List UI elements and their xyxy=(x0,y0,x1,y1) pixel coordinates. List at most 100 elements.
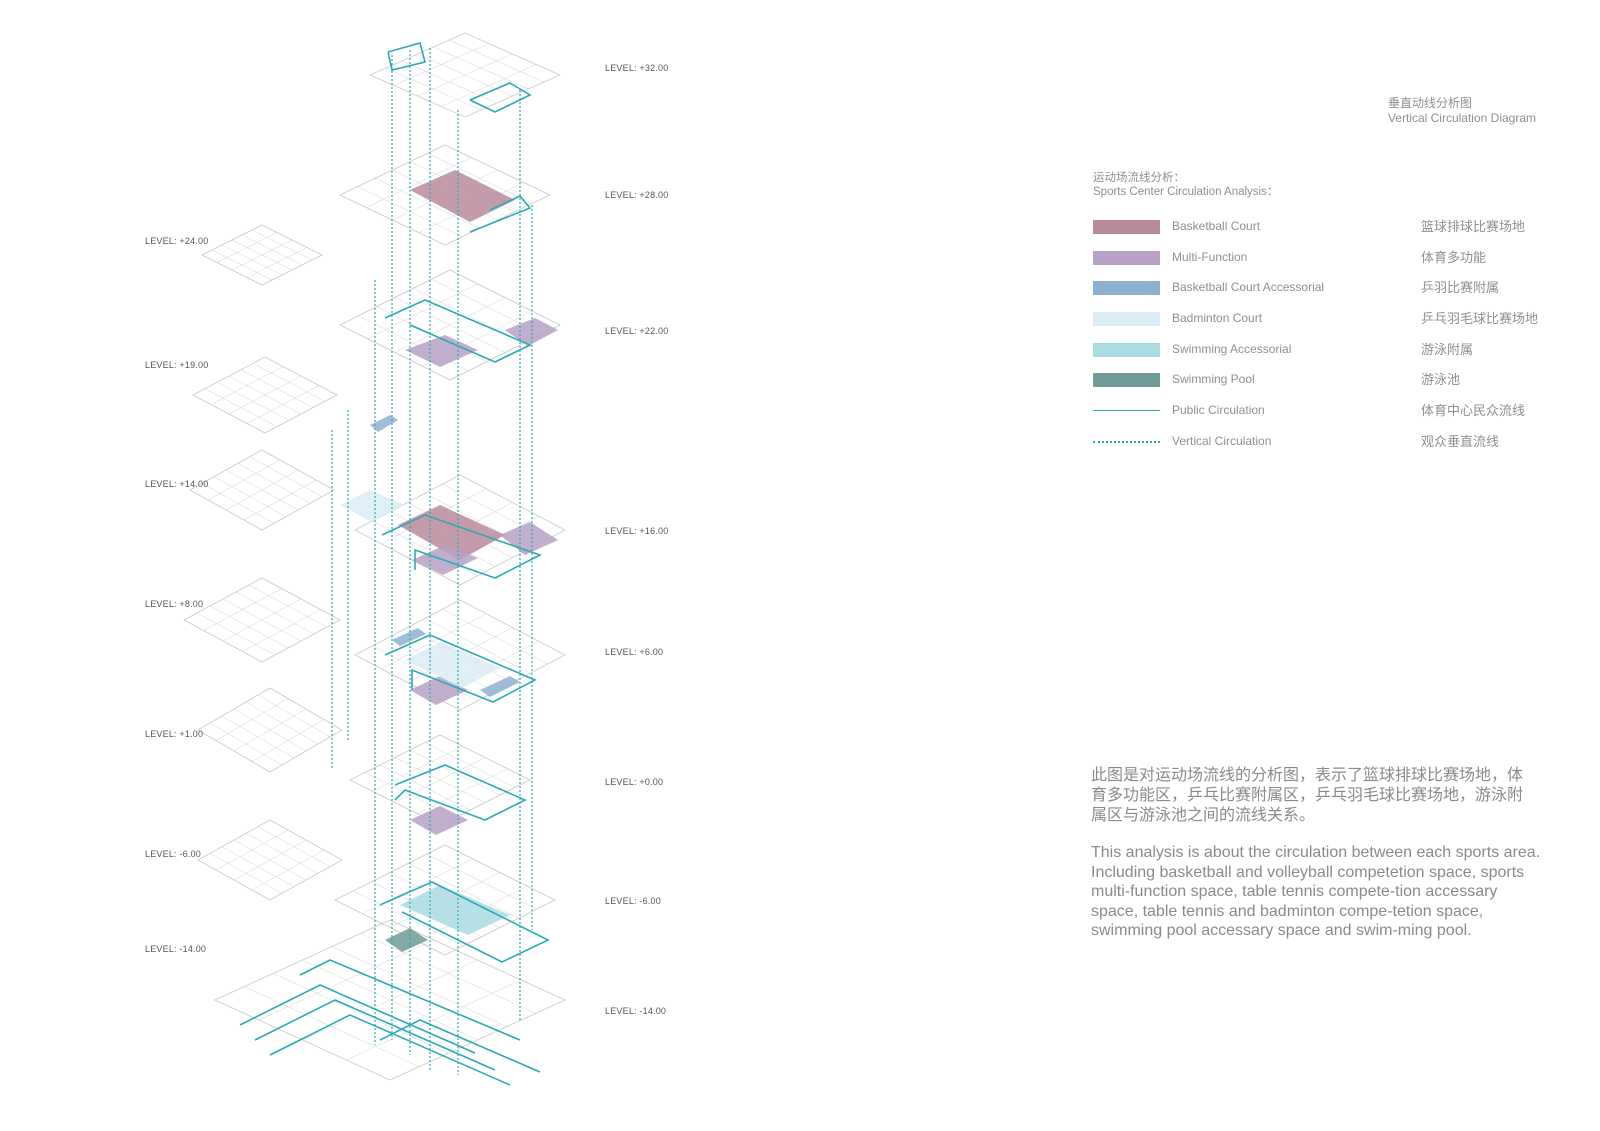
legend-label-zh: 游泳附属 xyxy=(1421,341,1474,357)
circulation-diagram xyxy=(183,32,566,1086)
swimming-accessorial-zone xyxy=(400,885,510,935)
public-route xyxy=(269,1014,511,1086)
legend: Basketball Court 篮球排球比赛场地 Multi-Function… xyxy=(1093,219,1563,465)
level-label-right: LEVEL: +22.00 xyxy=(605,326,669,336)
legend-label-en: Swimming Accessorial xyxy=(1172,341,1292,356)
public-route xyxy=(381,514,543,579)
level-label-left: LEVEL: -14.00 xyxy=(145,944,207,954)
legend-label-zh: 观众垂直流线 xyxy=(1421,433,1500,449)
legend-item: Swimming Accessorial 游泳附属 xyxy=(1093,342,1563,373)
plan-grid-line xyxy=(417,53,513,97)
plan-grid-line xyxy=(242,609,321,652)
basketball-court-zone xyxy=(410,170,515,222)
legend-label-en: Swimming Pool xyxy=(1172,372,1255,387)
level-label-right: LEVEL: -14.00 xyxy=(605,1006,667,1016)
plan-grid-line xyxy=(216,232,278,263)
plan-grid-line xyxy=(366,157,472,208)
plan-grid-line xyxy=(233,839,307,881)
legend-label-en: Vertical Circulation xyxy=(1172,433,1272,448)
legend-swatch xyxy=(1093,342,1160,357)
vertical-circulation-lines xyxy=(331,48,533,1075)
level-label-right: LEVEL: +0.00 xyxy=(605,777,664,787)
legend-heading-zh: 运动场流线分析： xyxy=(1093,172,1185,184)
plan-grid-line xyxy=(246,247,308,278)
public-route xyxy=(469,195,532,233)
swimming-pool-zone xyxy=(385,928,428,952)
public-route xyxy=(384,634,537,703)
multi-function-zone xyxy=(410,806,468,835)
plan-grid-line xyxy=(233,708,307,752)
legend-item: Public Circulation 体育中心民众流线 xyxy=(1093,403,1563,434)
public-route xyxy=(384,299,532,363)
legend-solid-line xyxy=(1093,410,1160,412)
legend-label-zh: 乒乓羽毛球比赛场地 xyxy=(1421,311,1539,327)
level-label-left: LEVEL: +14.00 xyxy=(145,479,209,489)
public-route xyxy=(387,42,426,71)
legend-swatch xyxy=(1093,281,1160,296)
legend-label-en: Basketball Court xyxy=(1172,219,1261,233)
public-route xyxy=(394,764,527,821)
public-route xyxy=(239,984,476,1054)
plan-grid-line xyxy=(215,829,289,871)
level-label-left: LEVEL: +8.00 xyxy=(145,599,204,609)
legend-label-en: Badminton Court xyxy=(1172,311,1263,326)
description-zh: 此图是对运动场流线的分析图，表示了篮球排球比赛场地，体育多功能区，乒乓比赛附属区… xyxy=(1091,767,1524,824)
level-label-right: LEVEL: +32.00 xyxy=(605,63,669,73)
accessorial-zone xyxy=(392,628,426,646)
program-zones xyxy=(340,170,558,952)
plan-grid-line xyxy=(394,297,506,353)
legend-label-en: Public Circulation xyxy=(1172,403,1265,418)
legend-label-zh: 乒羽比赛附属 xyxy=(1421,280,1500,296)
public-route xyxy=(299,959,521,1041)
legend-item: Vertical Circulation 观众垂直流线 xyxy=(1093,434,1563,465)
legend-label-en: Basketball Court Accessorial xyxy=(1172,280,1325,295)
title-en: Vertical Circulation Diagram xyxy=(1387,111,1536,125)
plan-grid-line xyxy=(243,479,317,521)
legend-item: Basketball Court 篮球排球比赛场地 xyxy=(1093,219,1563,250)
level-label-right: LEVEL: +16.00 xyxy=(605,526,669,536)
public-route xyxy=(469,82,532,113)
plan-grid-line xyxy=(222,598,302,642)
level-label-right: LEVEL: -6.00 xyxy=(605,896,661,906)
description-en: This analysis is about the circulation b… xyxy=(1091,844,1541,940)
level-label-right: LEVEL: +6.00 xyxy=(605,647,664,657)
level-label-left: LEVEL: +1.00 xyxy=(145,729,204,739)
legend-label-zh: 篮球排球比赛场地 xyxy=(1421,219,1526,234)
legend-swatch xyxy=(1093,220,1160,234)
multi-function-zone xyxy=(505,318,558,346)
legend-swatch xyxy=(1093,373,1160,388)
plan-grid-line xyxy=(210,366,284,405)
plan-grid-line xyxy=(207,459,281,501)
legend-item: Basketball Court Accessorial 乒羽比赛附属 xyxy=(1093,280,1563,311)
plan-grid-line xyxy=(225,469,299,511)
multi-function-zone xyxy=(500,522,558,555)
legend-heading: 运动场流线分析： Sports Center Circulation Analy… xyxy=(1093,171,1278,199)
plan-grid-line xyxy=(441,64,537,107)
level-label-left: LEVEL: +19.00 xyxy=(145,360,209,370)
legend-label-zh: 游泳池 xyxy=(1421,372,1461,388)
basketball-court-zone xyxy=(398,505,505,560)
plan-grid-line xyxy=(417,768,508,814)
legend-swatch xyxy=(1093,250,1160,265)
plan-grid-line xyxy=(215,698,289,741)
public-route xyxy=(379,881,550,963)
plan-grid-line xyxy=(251,849,325,891)
level-label-left: LEVEL: -6.00 xyxy=(145,849,201,859)
legend-heading-en: Sports Center Circulation Analysis： xyxy=(1093,186,1279,198)
legend-item: Swimming Pool 游泳池 xyxy=(1093,372,1563,403)
multi-function-zone xyxy=(405,335,478,367)
public-route xyxy=(379,1019,541,1073)
plan-grid-line xyxy=(367,283,478,339)
plan-grid-line xyxy=(228,375,302,415)
level-label-left: LEVEL: +24.00 xyxy=(145,236,209,246)
plan-grid-line xyxy=(302,959,478,1041)
plan-grid-line xyxy=(346,979,522,1061)
title-zh: 垂直动线分析图 xyxy=(1387,96,1472,110)
public-route xyxy=(254,999,496,1071)
legend-dotted-line xyxy=(1093,440,1160,443)
plan-grid-line xyxy=(258,939,434,1021)
legend-label-zh: 体育多功能 xyxy=(1421,249,1487,265)
diagram-title: 垂直动线分析图 Vertical Circulation Diagram xyxy=(1388,96,1536,126)
legend-label-en: Multi-Function xyxy=(1172,249,1248,264)
plan-grid-line xyxy=(372,746,463,792)
